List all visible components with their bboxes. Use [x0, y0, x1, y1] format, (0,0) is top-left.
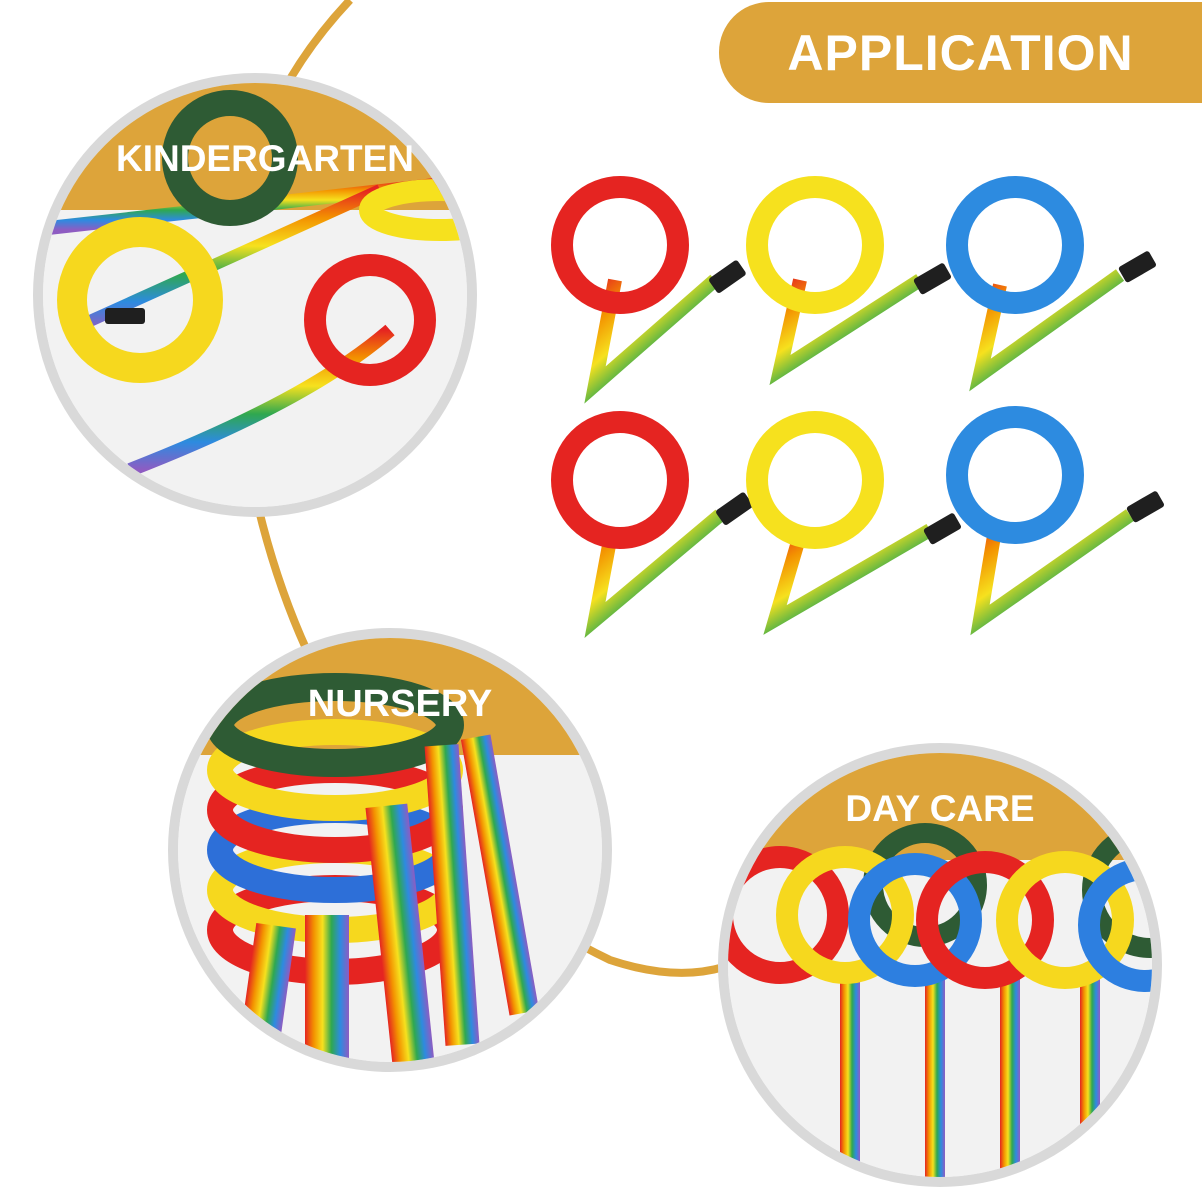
- day-care-scene: [718, 743, 1162, 1187]
- application-banner: APPLICATION: [719, 2, 1202, 103]
- kindergarten-label: KINDERGARTEN: [115, 138, 415, 179]
- banner-title: APPLICATION: [787, 24, 1134, 81]
- red-ring-item: [551, 176, 746, 404]
- blue-ring-item: [946, 406, 1164, 636]
- day-care-label: DAY CARE: [845, 788, 1035, 829]
- nursery-label: NURSERY: [307, 683, 493, 725]
- red-ring-item: [551, 411, 753, 638]
- kindergarten-scene: [33, 73, 477, 517]
- nursery-scene: [168, 628, 612, 1072]
- yellow-ring-item: [746, 411, 961, 635]
- product-grid: [551, 176, 1164, 638]
- blue-ring-item: [946, 176, 1156, 392]
- yellow-ring-item: [746, 176, 951, 386]
